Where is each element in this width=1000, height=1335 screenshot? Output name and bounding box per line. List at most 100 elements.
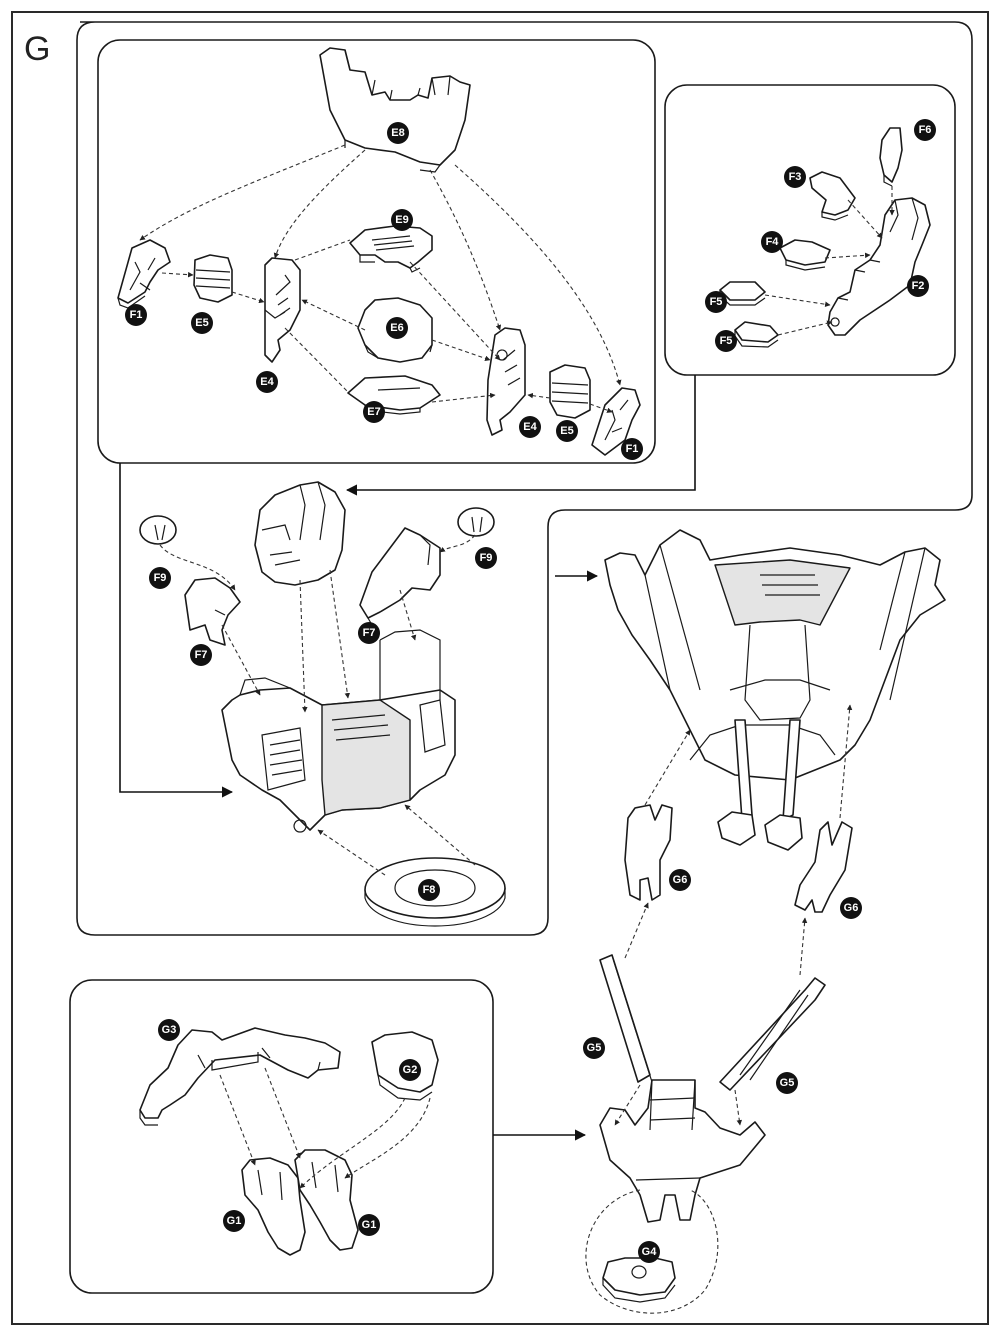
svg-text:G1: G1 bbox=[362, 1219, 377, 1231]
label-e7: E7 bbox=[363, 401, 385, 423]
label-f2: F2 bbox=[907, 275, 929, 297]
part-g-foot-assembly bbox=[599, 1079, 766, 1223]
part-g5-right bbox=[719, 977, 826, 1091]
label-g6-right: G6 bbox=[840, 897, 862, 919]
label-f8: F8 bbox=[418, 879, 440, 901]
label-f9-right: F9 bbox=[475, 547, 497, 569]
svg-text:F1: F1 bbox=[130, 309, 143, 321]
svg-text:G4: G4 bbox=[642, 1246, 658, 1258]
svg-text:F9: F9 bbox=[154, 572, 167, 584]
part-body-upper bbox=[604, 529, 946, 781]
svg-text:E7: E7 bbox=[367, 406, 380, 418]
label-e4-left: E4 bbox=[256, 371, 278, 393]
panel-bottom-left bbox=[69, 979, 494, 1294]
part-e7 bbox=[347, 375, 441, 415]
svg-text:G2: G2 bbox=[403, 1064, 418, 1076]
label-e5-left: E5 bbox=[191, 312, 213, 334]
label-f7-left: F7 bbox=[190, 644, 212, 666]
label-f5-lower: F5 bbox=[715, 330, 737, 352]
part-g6-left bbox=[624, 804, 673, 901]
part-f1-right bbox=[591, 387, 641, 456]
svg-text:E8: E8 bbox=[391, 127, 404, 139]
part-g6-right bbox=[794, 821, 853, 913]
svg-text:E4: E4 bbox=[523, 421, 537, 433]
svg-text:E5: E5 bbox=[560, 425, 573, 437]
label-g1-left: G1 bbox=[223, 1210, 245, 1232]
part-e5-left bbox=[193, 254, 233, 303]
part-f4 bbox=[779, 239, 831, 271]
label-g6-left: G6 bbox=[669, 869, 691, 891]
svg-text:F5: F5 bbox=[720, 335, 733, 347]
part-e4-left bbox=[264, 257, 301, 363]
panel-top-right bbox=[664, 84, 956, 376]
part-f9-left bbox=[139, 515, 177, 545]
label-f5-upper: F5 bbox=[705, 291, 727, 313]
svg-text:G1: G1 bbox=[227, 1215, 242, 1227]
label-e4-right: E4 bbox=[519, 416, 541, 438]
svg-text:F7: F7 bbox=[195, 649, 208, 661]
part-g1-left bbox=[241, 1157, 306, 1256]
part-f6 bbox=[879, 127, 903, 187]
part-f2 bbox=[827, 197, 931, 336]
label-f3: F3 bbox=[784, 166, 806, 188]
svg-text:G6: G6 bbox=[673, 874, 688, 886]
label-e6: E6 bbox=[386, 317, 408, 339]
svg-text:F5: F5 bbox=[710, 296, 723, 308]
label-g3: G3 bbox=[158, 1019, 180, 1041]
part-f7-right bbox=[359, 527, 441, 626]
flow-arrow-left-panel bbox=[119, 463, 234, 798]
part-head-assembly bbox=[254, 481, 346, 586]
part-e9 bbox=[349, 225, 433, 273]
svg-text:E4: E4 bbox=[260, 376, 274, 388]
svg-text:G5: G5 bbox=[587, 1042, 602, 1054]
svg-text:G5: G5 bbox=[780, 1077, 795, 1089]
svg-text:G6: G6 bbox=[844, 902, 859, 914]
svg-text:F2: F2 bbox=[912, 280, 925, 292]
part-legs-lower bbox=[717, 719, 803, 851]
part-f1-left bbox=[117, 239, 171, 309]
label-f1-left: F1 bbox=[125, 304, 147, 326]
part-g1-right bbox=[294, 1149, 359, 1251]
part-e5-right bbox=[549, 364, 591, 419]
flow-arrow-right-panel bbox=[345, 375, 696, 496]
label-g4: G4 bbox=[638, 1241, 660, 1263]
label-e8: E8 bbox=[387, 122, 409, 144]
part-e4-right bbox=[486, 327, 526, 436]
label-g5-right: G5 bbox=[776, 1072, 798, 1094]
part-g4 bbox=[602, 1257, 676, 1303]
label-e5-right: E5 bbox=[556, 420, 578, 442]
part-e8 bbox=[319, 47, 471, 173]
panel-top-left bbox=[97, 39, 656, 464]
svg-text:F9: F9 bbox=[480, 552, 493, 564]
svg-text:F3: F3 bbox=[789, 171, 802, 183]
svg-text:F7: F7 bbox=[363, 627, 376, 639]
part-f7-left bbox=[184, 577, 241, 646]
svg-text:F8: F8 bbox=[423, 884, 436, 896]
label-g2: G2 bbox=[399, 1059, 421, 1081]
svg-text:E9: E9 bbox=[395, 214, 408, 226]
part-torso-assembly bbox=[221, 629, 456, 833]
label-g1-right: G1 bbox=[358, 1214, 380, 1236]
part-g3 bbox=[139, 1027, 341, 1126]
label-g5-left: G5 bbox=[583, 1037, 605, 1059]
step-letter: G bbox=[24, 30, 51, 68]
label-f9-left: F9 bbox=[149, 567, 171, 589]
part-f3 bbox=[809, 171, 856, 221]
part-g5-left bbox=[599, 954, 653, 1083]
svg-text:E5: E5 bbox=[195, 317, 208, 329]
part-f9-right bbox=[457, 507, 495, 537]
svg-text:F4: F4 bbox=[766, 236, 780, 248]
svg-text:F6: F6 bbox=[919, 124, 932, 136]
frame-upper bbox=[76, 21, 973, 936]
svg-text:E6: E6 bbox=[390, 322, 403, 334]
svg-text:G3: G3 bbox=[162, 1024, 177, 1036]
label-f6: F6 bbox=[914, 119, 936, 141]
label-f4: F4 bbox=[761, 231, 783, 253]
label-f7-right: F7 bbox=[358, 622, 380, 644]
label-e9: E9 bbox=[391, 209, 413, 231]
svg-text:F1: F1 bbox=[626, 443, 639, 455]
label-f1-right: F1 bbox=[621, 438, 643, 460]
outer-border bbox=[11, 11, 989, 1325]
